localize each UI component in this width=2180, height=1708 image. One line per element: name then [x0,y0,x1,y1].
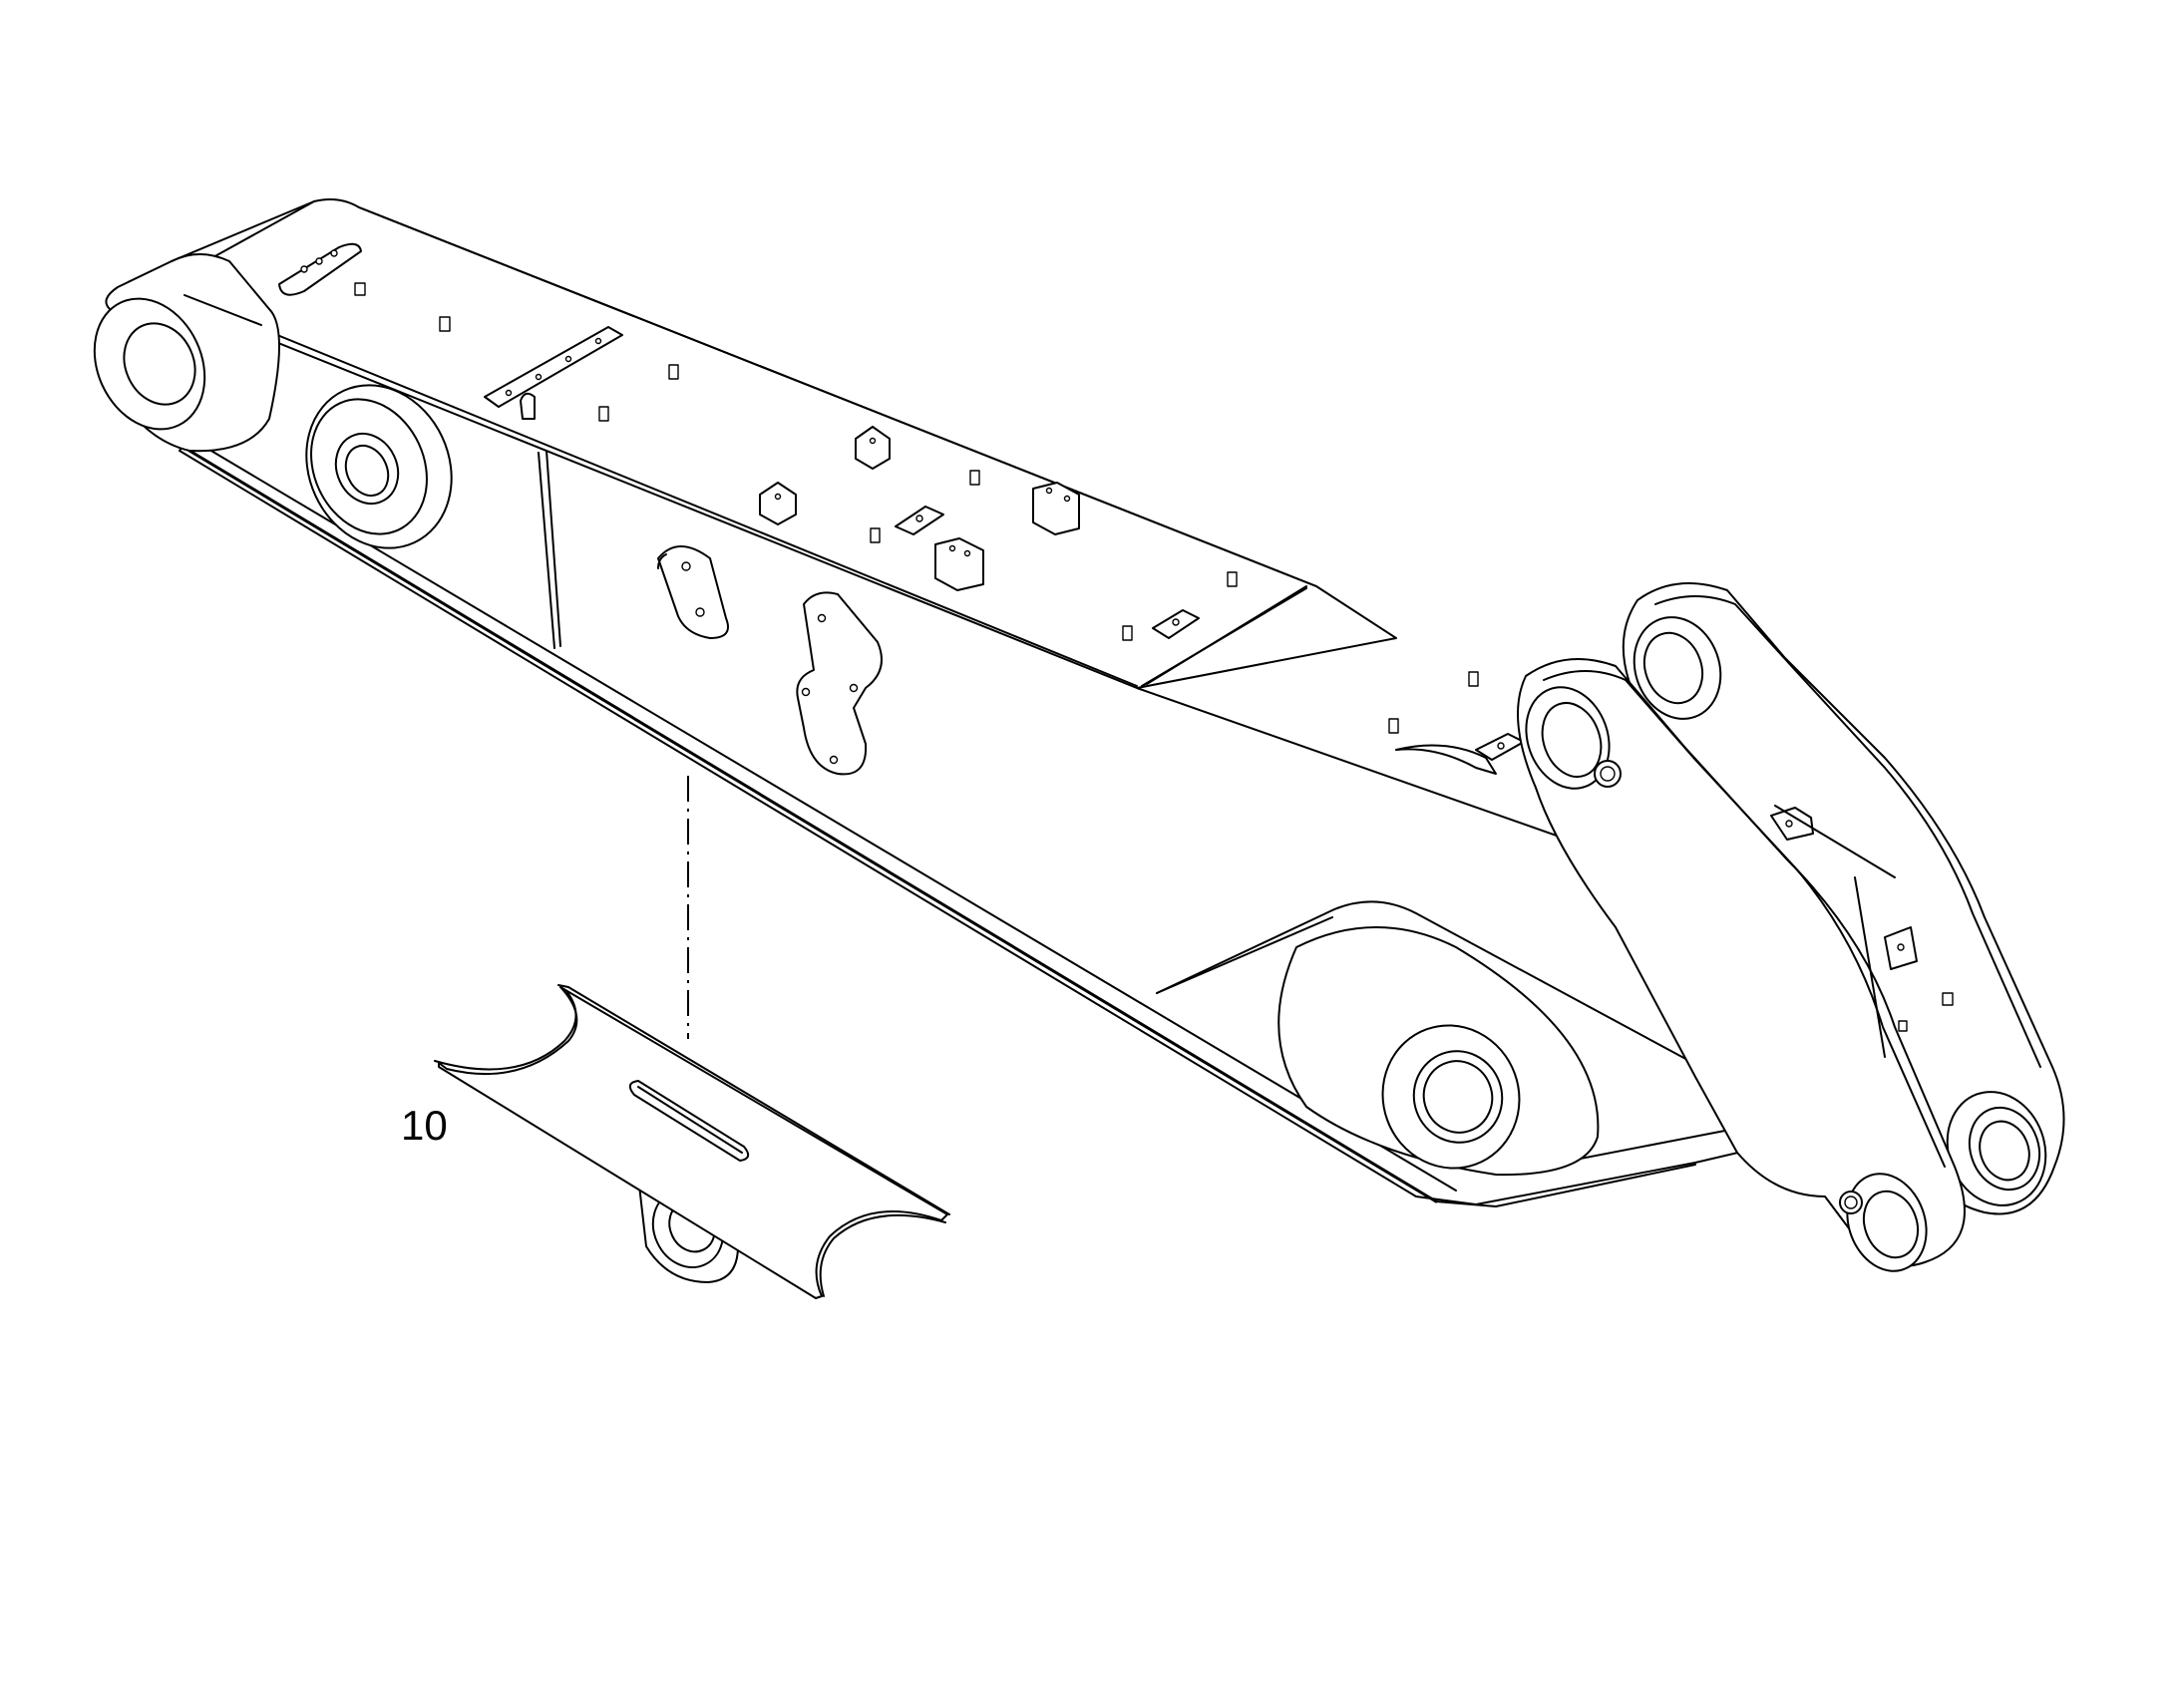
side-brackets [657,545,883,776]
callout-part-10: 10 [401,1102,448,1149]
rear-pivot-end [93,200,453,549]
part-10-plate [434,776,950,1299]
front-lugs [1517,581,2065,1272]
lower-boss [1277,926,1600,1177]
top-plate-fittings [278,242,1525,775]
